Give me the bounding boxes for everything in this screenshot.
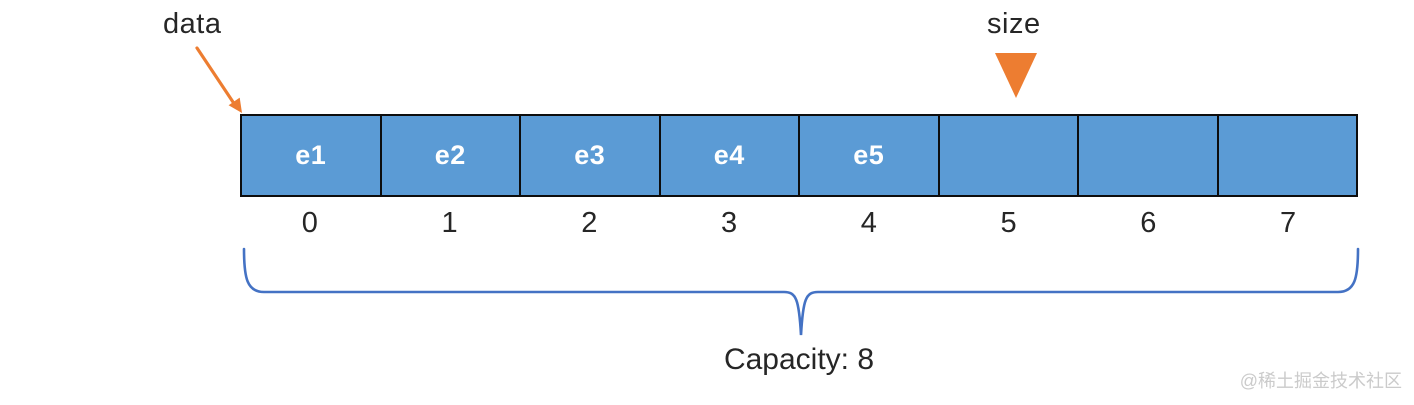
- size-marker-triangle-icon: [995, 53, 1037, 98]
- index-label-6: 6: [1140, 206, 1157, 239]
- index-label-0: 0: [301, 206, 318, 239]
- cell-value: e5: [853, 140, 885, 170]
- array-cell-6: [1079, 116, 1219, 195]
- index-label-4: 4: [860, 206, 877, 239]
- index-label-2: 2: [581, 206, 598, 239]
- index-label-1: 1: [441, 206, 458, 239]
- index-label-7: 7: [1280, 206, 1297, 239]
- array-cell-0: e1: [242, 116, 382, 195]
- array-cell-2: e3: [521, 116, 661, 195]
- cell-value: e3: [574, 140, 606, 170]
- index-row: 0 1 2 3 4 5 6 7: [240, 204, 1358, 242]
- index-label-5: 5: [1000, 206, 1017, 239]
- cell-value: e1: [295, 140, 327, 170]
- size-pointer-label: size: [987, 8, 1041, 40]
- cell-value: e4: [713, 140, 745, 170]
- array-cell-1: e2: [381, 116, 521, 195]
- index-label-3: 3: [721, 206, 738, 239]
- cell-value: e2: [434, 140, 466, 170]
- capacity-brace-icon: [242, 247, 1360, 336]
- array-cell-5: [939, 116, 1079, 195]
- data-pointer-arrow-icon: [195, 46, 242, 113]
- data-pointer-label: data: [163, 8, 222, 40]
- array-cell-3: e4: [660, 116, 800, 195]
- capacity-label: Capacity: 8: [723, 343, 875, 376]
- watermark: @稀土掘金技术社区: [1239, 371, 1402, 391]
- array-cell-4: e5: [800, 116, 940, 195]
- array-cell-7: [1218, 116, 1356, 195]
- array-cells: e1 e2 e3 e4 e5: [240, 114, 1358, 197]
